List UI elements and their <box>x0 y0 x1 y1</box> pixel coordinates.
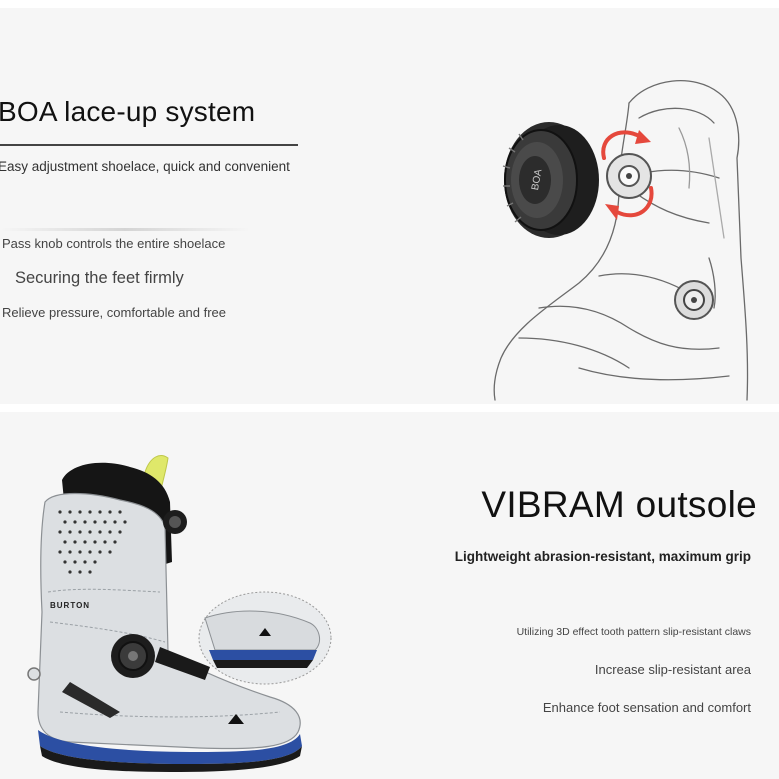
perforation-pattern <box>58 510 127 574</box>
vibram-feature-1: Utilizing 3D effect tooth pattern slip-r… <box>516 626 751 638</box>
boa-knob-icon: BOA <box>502 122 599 238</box>
snowboard-boot-image: BURTON <box>27 455 302 772</box>
vibram-panel: VIBRAM outsole Lightweight abrasion-resi… <box>0 412 779 779</box>
title-underline <box>0 144 298 146</box>
vibram-feature-3: Enhance foot sensation and comfort <box>542 700 751 715</box>
vibram-subtitle: Lightweight abrasion-resistant, maximum … <box>454 549 751 564</box>
boa-subtitle: Easy adjustment shoelace, quick and conv… <box>0 159 290 174</box>
upper-knob-icon <box>606 153 652 199</box>
vibram-title: VIBRAM outsole <box>481 484 757 525</box>
lower-knob-icon <box>674 280 714 320</box>
boa-knob-label: BOA <box>530 168 545 191</box>
boa-feature-3: Relieve pressure, comfortable and free <box>2 305 227 320</box>
boa-boot-illustration: BOA <box>493 80 749 401</box>
brand-logo-icon <box>228 714 244 724</box>
boa-panel: BOA lace-up system Easy adjustment shoel… <box>0 8 779 404</box>
sole-detail-magnifier <box>198 591 332 685</box>
upper-dial-icon <box>163 510 187 534</box>
boa-feature-1: Pass knob controls the entire shoelace <box>2 236 226 251</box>
divider-smudge <box>0 228 250 231</box>
main-dial-icon <box>111 634 155 678</box>
boa-title: BOA lace-up system <box>0 96 256 127</box>
rotation-arrows-icon <box>601 130 654 220</box>
boa-feature-2: Securing the feet firmly <box>15 269 184 287</box>
vibram-feature-2: Increase slip-resistant area <box>594 662 751 677</box>
boot-brand-label: BURTON <box>50 601 90 610</box>
